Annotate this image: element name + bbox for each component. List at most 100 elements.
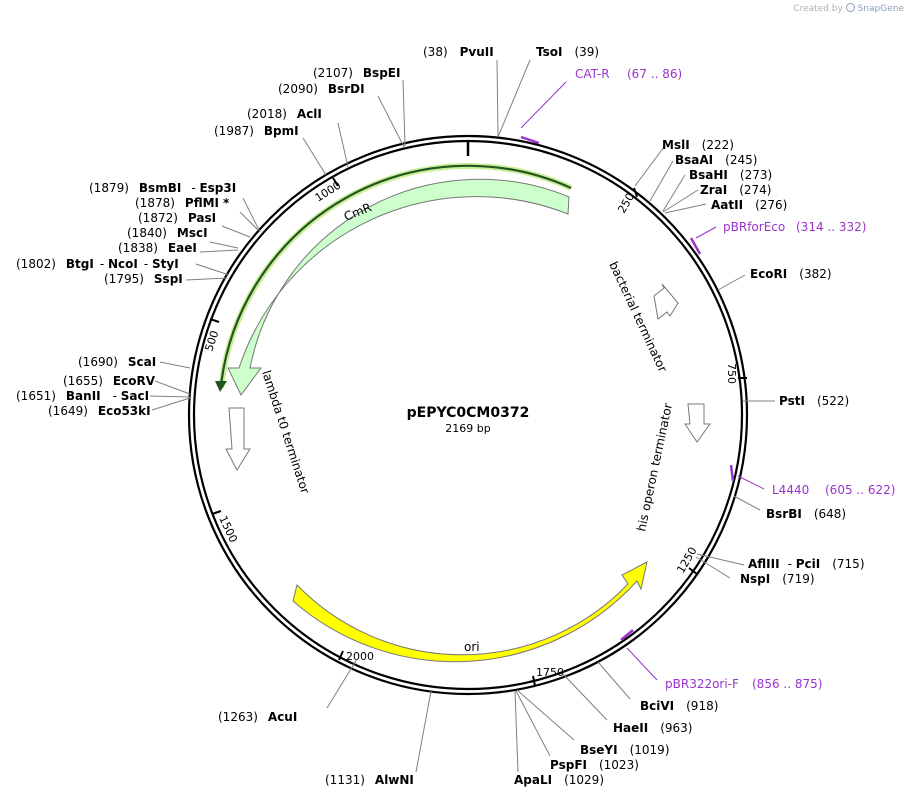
credit-prefix: Created by (793, 4, 843, 14)
leader-pspfi (515, 690, 551, 757)
backbone (187, 134, 749, 696)
enzyme-bsaai-pos: (245) (725, 153, 757, 167)
leader-ecori (717, 274, 746, 291)
plasmid-name: pEPYC0CM0372 (407, 405, 530, 421)
enzyme-alwni-pos: (1131) (325, 773, 365, 787)
svg-text:EcoRI(382): EcoRI (382) (750, 267, 832, 281)
snapgene-logo-icon (845, 3, 855, 12)
enzyme-bpmi-pos: (1987) (214, 124, 254, 138)
svg-text:NspI(719): NspI(719) (740, 572, 815, 586)
enzyme-acli-name: AclI (297, 107, 322, 121)
svg-text:(1131)AlwNI: (1131) AlwNI (325, 773, 414, 787)
svg-text:(1795)SspI: (1795)SspI (104, 272, 183, 286)
enzyme-ecori-name: EcoRI (750, 267, 787, 281)
leader-styi (195, 263, 230, 276)
tick-label-750: 1250 (674, 545, 699, 576)
leader-zrai (662, 189, 699, 213)
tick-250 (633, 187, 638, 198)
enzyme-msli-pos: (222) (702, 138, 734, 152)
tick-1250 (338, 650, 344, 661)
leader-sspi (185, 277, 228, 281)
svg-text:(2090)BsrDI: (2090)BsrDI (278, 82, 365, 96)
enzyme-pflmi-star: * (223, 196, 230, 210)
svg-text:ApaLI(1029): ApaLI(1029) (514, 773, 604, 787)
tick-label-1000: 1750 (536, 666, 564, 679)
svg-text:PspFI(1023): PspFI(1023) (550, 758, 639, 772)
svg-text:ZraI(274): ZraI(274) (700, 183, 771, 197)
tick-1000 (532, 675, 536, 687)
svg-text:(1690)ScaI: (1690) ScaI (78, 355, 156, 369)
leader-bspei (402, 79, 406, 147)
primer-l4440-name[interactable]: L4440 (772, 483, 809, 497)
feature-lambda-t0-terminator[interactable] (225, 407, 251, 472)
enzyme-afliii-name: AflIII (748, 557, 780, 571)
enzyme-sspi-name: SspI (154, 272, 183, 286)
enzyme-tsoi-pos: (39) (574, 45, 599, 59)
enzyme-bsmbi-name: BsmBI (139, 181, 181, 195)
enzyme-bseyi-name: BseYI (580, 743, 618, 757)
svg-text:(1651)BanII- SacI: (1651)BanII- SacI (16, 389, 149, 403)
primer-cat-r-name[interactable]: CAT-R (575, 67, 610, 81)
feature-ori-label: ori (464, 640, 480, 654)
feature-cmr[interactable] (227, 178, 570, 396)
enzyme-bpmi-name: BpmI (264, 124, 299, 138)
credit-brand: SnapGene (857, 4, 904, 14)
feature-bacterial-terminator[interactable] (653, 283, 679, 320)
leader-afliii (696, 553, 745, 566)
enzyme-ecori-pos: (382) (799, 267, 831, 281)
leader-eaei (199, 249, 239, 253)
leader-haeii (562, 673, 608, 721)
enzyme-ecorv-name: EcoRV (113, 374, 156, 388)
enzyme-tsoi-name: TsoI (536, 45, 562, 59)
svg-text:(1872)PasI: (1872)PasI (138, 211, 216, 225)
cmr-orf-line (219, 164, 572, 386)
leader-eco53ki (151, 397, 191, 411)
primer-pbrforeco-leader (695, 226, 717, 239)
svg-text:(1838)EaeI: (1838)EaeI (118, 241, 197, 255)
enzyme-psti-pos: (522) (817, 394, 849, 408)
primer-pbrforeco-mark (689, 237, 702, 255)
enzyme-alwni-name: AlwNI (375, 773, 414, 787)
enzyme-eco53ki-name: Eco53kI (98, 404, 151, 418)
enzyme-aatii-pos: (276) (755, 198, 787, 212)
enzyme-pflmi-name: PflMI (185, 196, 219, 210)
leader-aatii (664, 203, 707, 214)
enzyme-esp3i-name: Esp3I (199, 181, 236, 195)
svg-text:BsrBI(648): BsrBI(648) (766, 507, 846, 521)
svg-text:(1263)AcuI: (1263)AcuI (218, 710, 297, 724)
enzyme-nspi-pos: (719) (782, 572, 814, 586)
enzyme-bsahi-pos: (273) (740, 168, 772, 182)
enzyme-scai-pos: (1690) (78, 355, 118, 369)
svg-text:BciVI(918): BciVI(918) (640, 699, 718, 713)
primer-pbr322ori-f-name[interactable]: pBR322ori-F (665, 677, 739, 691)
enzyme-scai-name: ScaI (128, 355, 156, 369)
leader-pflmi (239, 211, 259, 231)
leader-bsahi (662, 174, 686, 212)
plasmid-size: 2169 bp (445, 422, 490, 435)
leader-apali (514, 690, 519, 773)
enzyme-acui-name: AcuI (268, 710, 297, 724)
svg-text:BsaHI(273): BsaHI(273) (689, 168, 772, 182)
enzyme-msci-pos: (1840) (127, 226, 167, 240)
enzyme-pasi-pos: (1872) (138, 211, 178, 225)
leader-bsrdi (377, 95, 405, 148)
tick-label-500: 750 (725, 363, 738, 384)
feature-ori[interactable] (292, 561, 648, 663)
leader-nspi (695, 556, 731, 579)
enzyme-psti-name: PstI (779, 394, 805, 408)
svg-text:PstI(522): PstI (522) (779, 394, 849, 408)
enzyme-zrai-name: ZraI (700, 183, 727, 197)
primer-pbrforeco-range: (314 .. 332) (796, 220, 866, 234)
svg-text:(1840)MscI: (1840)MscI (127, 226, 208, 240)
primer-pbrforeco-name[interactable]: pBRforEco (723, 220, 785, 234)
enzyme-bcivi-name: BciVI (640, 699, 674, 713)
leader-pvuii (496, 59, 499, 138)
primer-l4440-leader (737, 475, 765, 490)
enzyme-btgi-pos: (1802) (16, 257, 56, 271)
enzyme-bsrdi-pos: (2090) (278, 82, 318, 96)
svg-text:BsaAI(245): BsaAI(245) (675, 153, 757, 167)
leader-bsmbi (242, 197, 261, 233)
enzyme-saci-name: SacI (121, 389, 149, 403)
feature-his-operon-terminator[interactable] (684, 403, 711, 443)
